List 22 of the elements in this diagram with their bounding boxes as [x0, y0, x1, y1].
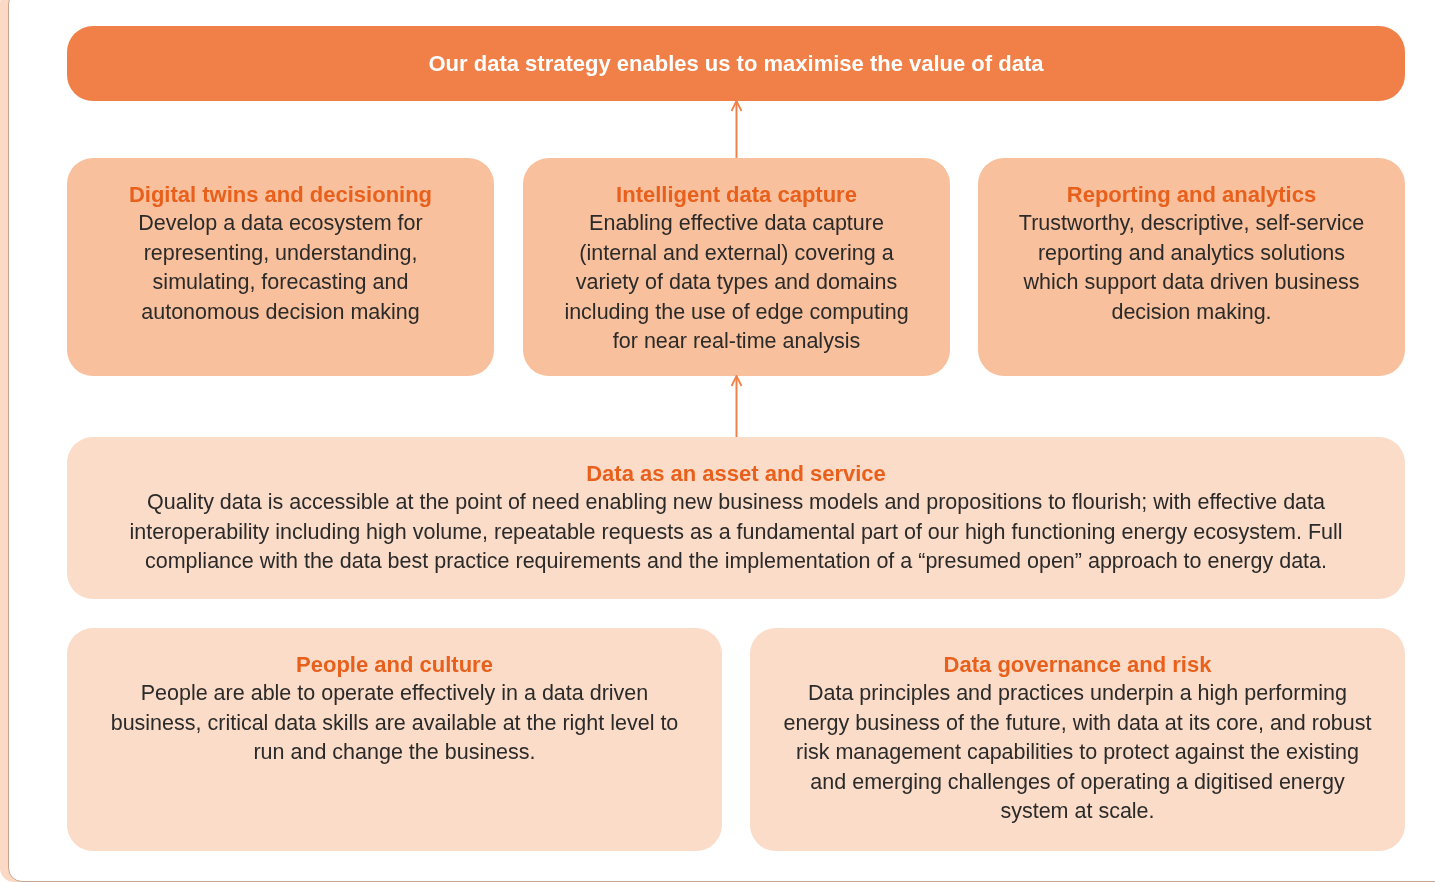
card-text: Develop a data ecosystem for representing, understanding, simulating, forecasting and autonomous decision making	[137, 210, 424, 326]
card-heading: Digital twins and decisioning	[128, 181, 433, 209]
pillar-card	[67, 158, 494, 376]
card-text: Data principles and practices underpin a high performing energy business of the future, with data at its core, and robust risk management capabilities to protect against the existing and emerging challenges of operating a digitised energy system at scale.	[782, 680, 1373, 825]
card-heading: Data governance and risk	[943, 651, 1212, 679]
pillar-card	[67, 437, 1405, 599]
card-heading: Intelligent data capture	[616, 181, 857, 209]
arrow	[730, 100, 743, 159]
arrow	[730, 375, 743, 438]
card-text: Quality data is accessible at the point of need enabling new business models and propositions to flourish; with effective data interoperability including high volume, repeatable requests as a fundamental part of our high functioning energy ecosystem. Full compliance with the data best practice requirements and the implementation of a “presumed open” approach to energy data.	[128, 489, 1344, 575]
card-heading: Reporting and analytics	[1066, 181, 1317, 209]
card-text: Enabling effective data capture (internal and external) covering a variety of data types and domains including the use of edge computing for near real-time analysis	[563, 210, 910, 355]
pillar-card	[750, 628, 1405, 851]
goal-banner	[67, 26, 1405, 101]
pillar-card	[523, 158, 950, 376]
card-heading: Data as an asset and service	[586, 460, 886, 488]
pillar-card	[67, 628, 722, 851]
pillar-card	[978, 158, 1405, 376]
card-heading: People and culture	[296, 651, 493, 679]
card-heading: Our data strategy enables us to maximise the value of data	[428, 50, 1044, 78]
card-text: Trustworthy, descriptive, self-service reporting and analytics solutions which support data driven business decision making.	[1017, 210, 1366, 326]
card-text: People are able to operate effectively in a data driven business, critical data skills are available at the right level to run and change the business.	[109, 680, 680, 766]
